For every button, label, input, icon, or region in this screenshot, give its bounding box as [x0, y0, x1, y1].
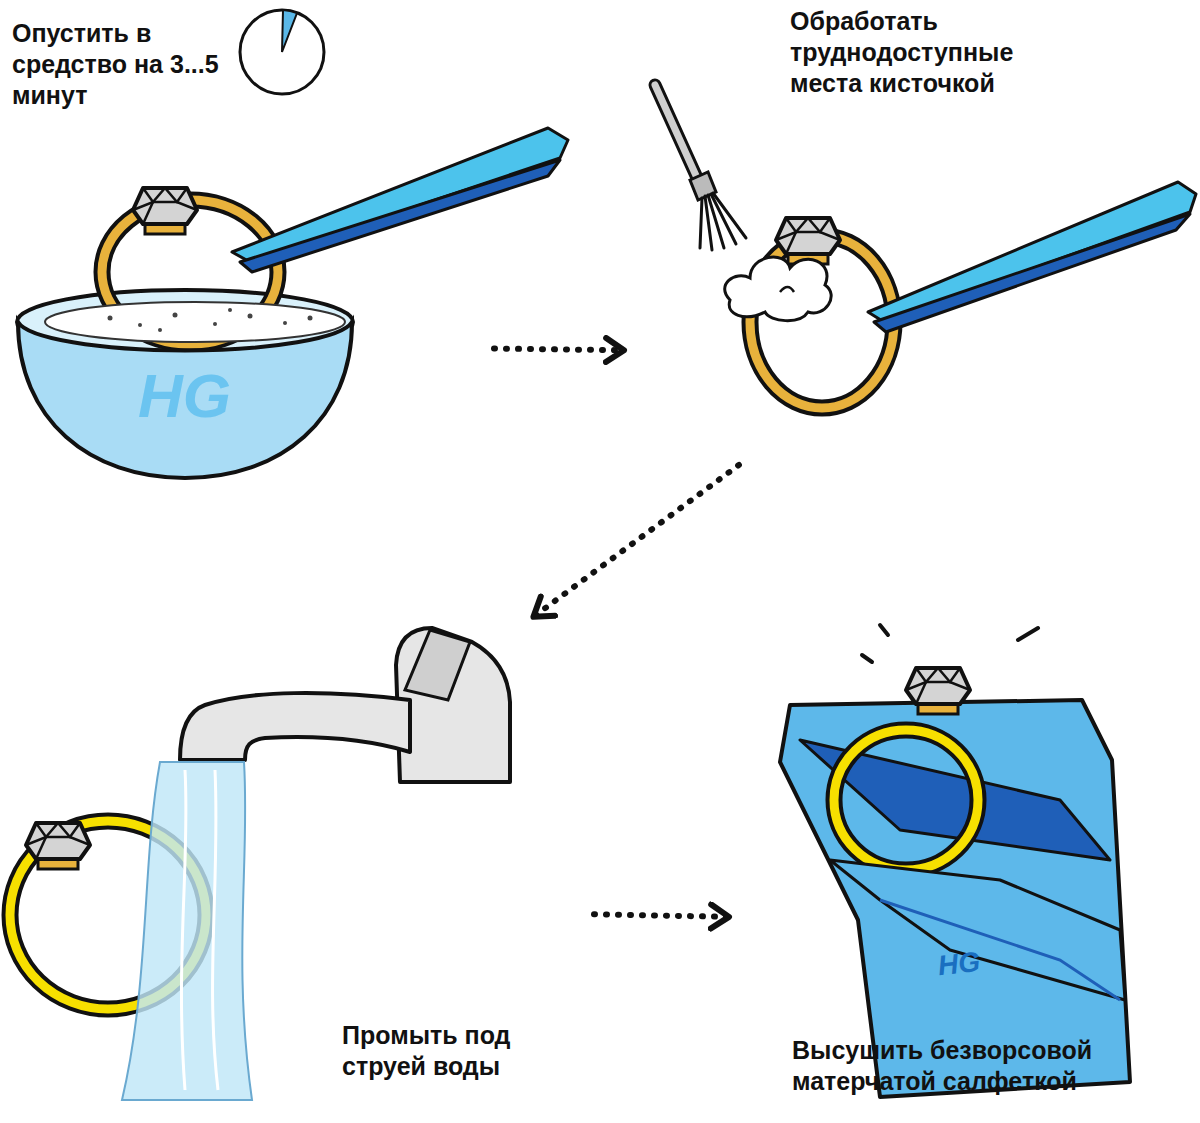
- step-panel: Опустить в средство на 3...5 минутHG: [10, 10, 480, 480]
- dotted-arrow: [494, 349, 621, 351]
- step-caption: Высушить безворсовой матерчатой салфетко…: [792, 1035, 1177, 1097]
- step-caption: Промыть под струей воды: [342, 1020, 567, 1082]
- clock-icon: [240, 10, 324, 94]
- step-panel: Обработать труднодоступные места кисточк…: [635, 0, 1195, 455]
- step-caption: Опустить в средство на 3...5 минут: [12, 18, 227, 111]
- step-panel: Высушить безворсовой матерчатой салфетко…: [740, 620, 1181, 1115]
- brand-logo: HG: [936, 946, 981, 982]
- cloth-ring: [780, 625, 1130, 1097]
- dotted-arrow: [536, 465, 739, 615]
- bowl-ring: [17, 128, 568, 478]
- step-panel: Промыть под струей воды: [0, 625, 580, 1115]
- step-caption: Обработать труднодоступные места кисточк…: [790, 6, 1065, 99]
- brand-logo: HG: [138, 360, 231, 431]
- dotted-arrow: [594, 914, 726, 917]
- brush-ring: [655, 85, 1196, 408]
